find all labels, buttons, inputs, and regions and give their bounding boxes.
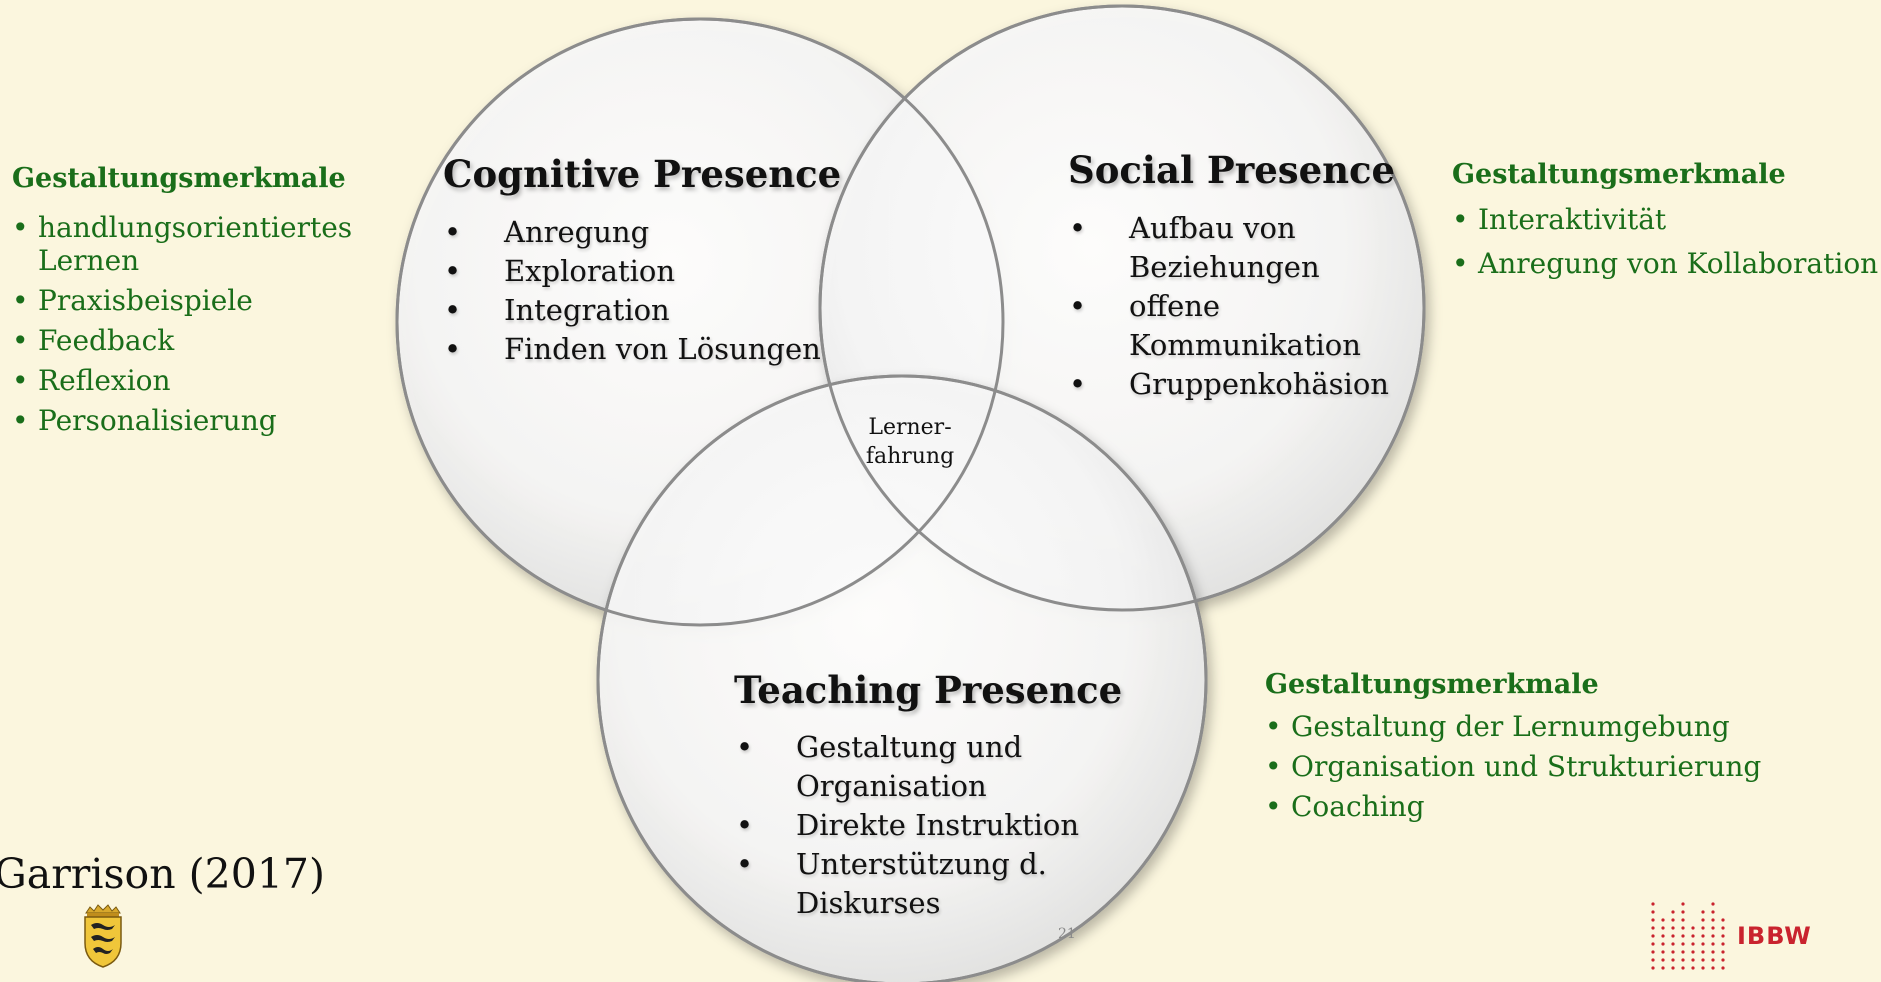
page-number: 21 <box>1058 926 1076 942</box>
cognitive-outline <box>395 17 1005 627</box>
citation: Garrison (2017) <box>0 850 326 898</box>
left-feature-item-continuation: Lernen <box>38 244 140 277</box>
teaching-presence-list-2: Direkte Instruktion Unterstützung d. <box>736 806 1079 884</box>
left-feature-item: handlungsorientiertes <box>12 208 352 248</box>
cognitive-presence-title: Cognitive Presence <box>443 152 842 196</box>
bottom-features-title: Gestaltungsmerkmale <box>1265 669 1599 700</box>
teaching-item: Direkte Instruktion <box>736 806 1079 845</box>
social-item: Gruppenkohäsion <box>1069 365 1389 404</box>
cognitive-item: Exploration <box>444 252 821 291</box>
ibbw-logo-icon <box>1651 902 1725 970</box>
right-features-list: Interaktivität Anregung von Kollaboratio… <box>1452 200 1878 284</box>
bottom-feature-item: Gestaltung der Lernumgebung <box>1265 707 1761 747</box>
social-item: offene <box>1069 287 1220 326</box>
social-item-continuation: Beziehungen <box>1129 250 1320 284</box>
left-feature-item: Praxisbeispiele <box>12 281 277 321</box>
teaching-item: Unterstützung d. <box>736 845 1079 884</box>
social-presence-list-2: offene <box>1069 287 1220 326</box>
cognitive-item: Anregung <box>444 213 821 252</box>
left-feature-item: Feedback <box>12 321 277 361</box>
bottom-feature-item: Coaching <box>1265 787 1761 827</box>
right-features-title: Gestaltungsmerkmale <box>1452 159 1786 190</box>
teaching-outline <box>596 374 1208 982</box>
bottom-feature-item: Organisation und Strukturierung <box>1265 747 1761 787</box>
right-feature-item: Interaktivität <box>1452 200 1878 240</box>
center-intersection-label: Lerner- fahrung <box>860 413 960 471</box>
teaching-item-continuation: Diskurses <box>796 886 941 920</box>
left-features-title: Gestaltungsmerkmale <box>12 163 346 194</box>
social-item: Aufbau von <box>1069 209 1296 248</box>
teaching-item-continuation: Organisation <box>796 769 987 803</box>
social-presence-list-3: Gruppenkohäsion <box>1069 365 1389 404</box>
teaching-presence-title: Teaching Presence <box>734 668 1123 712</box>
social-item-continuation: Kommunikation <box>1129 328 1361 362</box>
left-features-list: handlungsorientiertes <box>12 208 352 248</box>
social-presence-list: Aufbau von <box>1069 209 1296 248</box>
left-feature-item: Personalisierung <box>12 401 277 441</box>
social-presence-title: Social Presence <box>1068 148 1396 192</box>
center-label-line: Lerner- <box>868 415 952 440</box>
bottom-features-list: Gestaltung der Lernumgebung Organisation… <box>1265 707 1761 827</box>
teaching-item: Gestaltung und <box>736 728 1022 767</box>
cognitive-item: Finden von Lösungen <box>444 330 821 369</box>
left-features-list-rest: Praxisbeispiele Feedback Reflexion Perso… <box>12 281 277 441</box>
right-feature-item: Anregung von Kollaboration <box>1452 244 1878 284</box>
ibbw-logo-text: IBBW <box>1737 922 1812 950</box>
cognitive-item: Integration <box>444 291 821 330</box>
center-label-line: fahrung <box>865 444 955 469</box>
cognitive-presence-list: Anregung Exploration Integration Finden … <box>444 213 821 369</box>
teaching-presence-list: Gestaltung und <box>736 728 1022 767</box>
left-feature-item: Reflexion <box>12 361 277 401</box>
coat-of-arms-icon <box>84 904 122 968</box>
